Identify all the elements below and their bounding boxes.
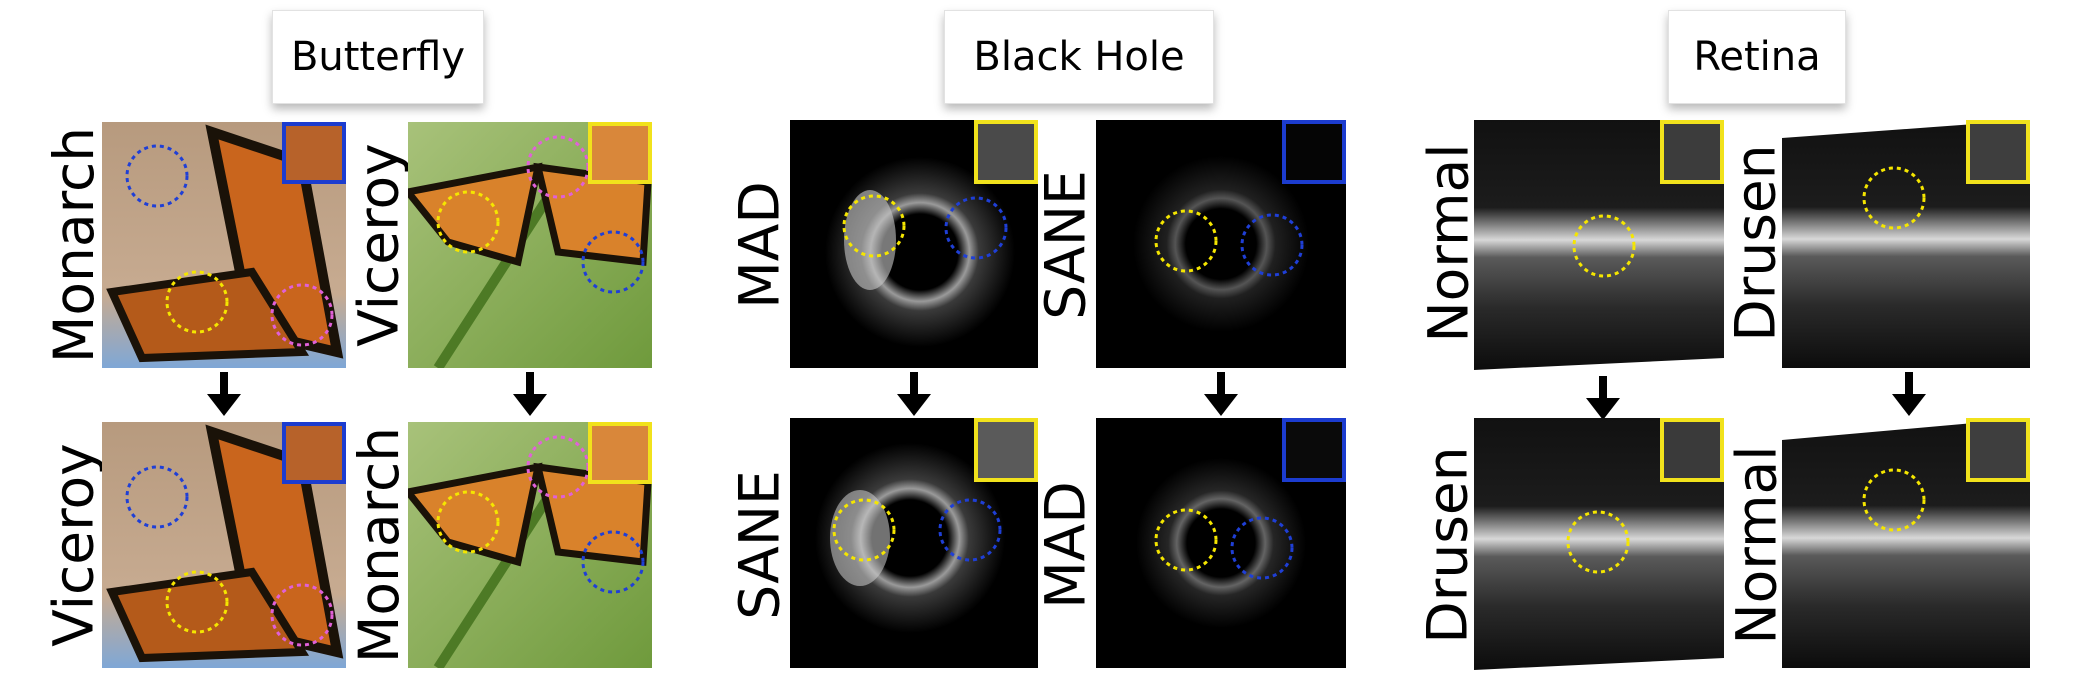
label-mad-top: MAD	[728, 181, 792, 309]
retina-image-top-left	[1474, 120, 1724, 370]
inset-blue	[1282, 120, 1346, 184]
butterfly-title: Butterfly	[272, 10, 484, 104]
inset-yellow	[588, 422, 652, 484]
label-viceroy-bottom: Viceroy	[42, 443, 107, 647]
black-hole-title: Black Hole	[944, 10, 1214, 104]
black-hole-title-text: Black Hole	[973, 34, 1185, 80]
black-hole-image-top-left	[790, 120, 1038, 368]
inset-yellow	[1660, 418, 1724, 482]
retina-title: Retina	[1668, 10, 1846, 104]
label-drusen-bottom: Drusen	[1416, 446, 1480, 644]
butterfly-title-text: Butterfly	[290, 34, 466, 80]
inset-yellow	[1660, 120, 1724, 184]
butterfly-image-bottom-right	[408, 422, 652, 668]
label-monarch-top: Monarch	[42, 126, 107, 364]
inset-yellow	[974, 120, 1038, 184]
inset-yellow	[1966, 120, 2030, 184]
inset-yellow	[588, 122, 652, 184]
retina-image-bottom-right	[1782, 418, 2030, 668]
butterfly-image-top-right	[408, 122, 652, 368]
retina-title-text: Retina	[1693, 34, 1821, 80]
butterfly-image-top-left	[102, 122, 346, 368]
arrow-down-icon	[513, 372, 547, 416]
arrow-down-icon	[1892, 372, 1926, 416]
black-hole-image-bottom-left	[790, 418, 1038, 668]
inset-blue	[1282, 418, 1346, 482]
arrow-down-icon	[1204, 372, 1238, 416]
arrow-down-icon	[207, 372, 241, 416]
inset-blue	[282, 422, 346, 484]
label-viceroy-top: Viceroy	[347, 143, 412, 347]
label-monarch-bottom: Monarch	[347, 426, 412, 664]
black-hole-image-top-right	[1096, 120, 1346, 368]
arrow-down-icon	[897, 372, 931, 416]
inset-yellow	[1966, 418, 2030, 482]
butterfly-image-bottom-left	[102, 422, 346, 668]
retina-image-bottom-left	[1474, 418, 1724, 670]
retina-image-top-right	[1782, 120, 2030, 368]
label-sane-top: SANE	[1034, 170, 1099, 320]
arrow-down-icon	[1586, 376, 1620, 420]
label-normal-bottom: Normal	[1724, 445, 1788, 645]
label-mad-bottom: MAD	[1034, 481, 1098, 609]
label-normal-top: Normal	[1416, 143, 1480, 343]
inset-yellow	[974, 418, 1038, 482]
label-sane-bottom: SANE	[728, 470, 793, 620]
black-hole-image-bottom-right	[1096, 418, 1346, 668]
inset-blue	[282, 122, 346, 184]
label-drusen-top: Drusen	[1724, 144, 1788, 342]
